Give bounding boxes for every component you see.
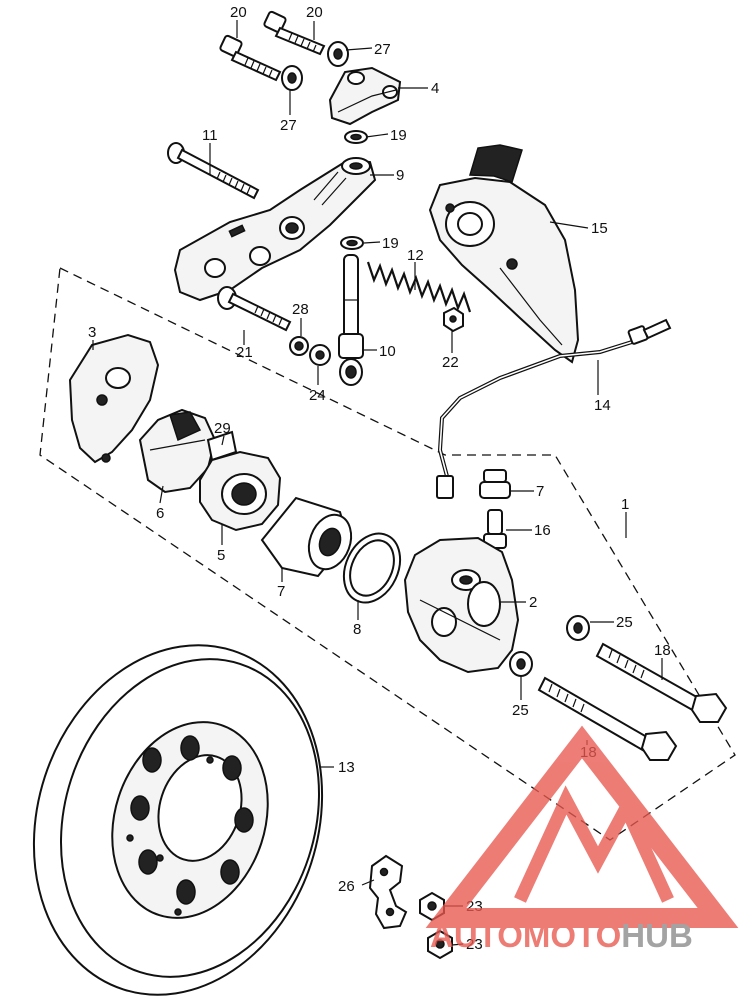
- bracket-4: [328, 66, 402, 126]
- washer-19-mid: [340, 236, 364, 250]
- watermark-text: AUTOMOTOHUB: [430, 917, 693, 954]
- brake-disc-13: [32, 644, 324, 996]
- bolt-18-upper: [595, 642, 728, 723]
- label-8: 8: [353, 621, 361, 638]
- label-27a: 27: [374, 41, 391, 58]
- washer-25-left: [509, 651, 533, 677]
- label-26: 26: [338, 878, 355, 895]
- collar-28: [289, 336, 309, 356]
- nut-22: [443, 306, 464, 333]
- label-20a: 20: [230, 4, 247, 21]
- bolt-20-right: [263, 10, 326, 56]
- label-23b: 23: [466, 936, 483, 953]
- brake-hose-14: [436, 318, 672, 499]
- bolt-11: [167, 142, 260, 200]
- bleeder-bolt-16: [483, 509, 507, 549]
- label-11: 11: [202, 127, 218, 144]
- label-25b: 25: [512, 702, 529, 719]
- label-19a: 19: [390, 127, 407, 144]
- label-15: 15: [591, 220, 608, 237]
- watermark-m-mark: [514, 785, 674, 903]
- spring-12: [366, 261, 472, 313]
- seal-ring-8: [342, 532, 402, 604]
- washer-19-top: [344, 130, 368, 144]
- caliper-bracket-3: [68, 333, 160, 464]
- label-4: 4: [431, 80, 439, 97]
- washer-25-right: [566, 615, 590, 641]
- assembly-boundary-line: [39, 267, 736, 841]
- label-9: 9: [396, 167, 404, 184]
- label-29: 29: [214, 420, 231, 437]
- label-16: 16: [534, 522, 551, 539]
- washer-27-left: [281, 65, 303, 91]
- label-12: 12: [407, 247, 424, 264]
- pin-10: [338, 254, 364, 386]
- label-10: 10: [379, 343, 396, 360]
- label-20b: 20: [306, 4, 323, 21]
- label-28: 28: [292, 301, 309, 318]
- label-22: 22: [442, 354, 459, 371]
- caliper-body-2: [403, 536, 520, 674]
- torque-link-9: [173, 157, 377, 302]
- pad-shim-29: [206, 430, 238, 462]
- label-2: 2: [529, 594, 537, 611]
- washer-24: [309, 344, 331, 366]
- label-1: 1: [621, 496, 629, 513]
- label-14: 14: [594, 397, 611, 414]
- washer-27-right: [327, 41, 349, 67]
- bolt-21: [217, 286, 292, 332]
- label-6: 6: [156, 505, 164, 522]
- label-21: 21: [236, 344, 253, 361]
- label-3: 3: [88, 324, 96, 341]
- caliper-cover-15: [428, 144, 580, 364]
- label-13: 13: [338, 759, 355, 776]
- piston-5: [199, 450, 282, 532]
- lock-plate-26: [368, 854, 408, 930]
- label-19b: 19: [382, 235, 399, 252]
- label-7b: 7: [277, 583, 285, 600]
- bleeder-cap-7: [479, 469, 511, 499]
- label-7a: 7: [536, 483, 544, 500]
- nut-23-lower: [427, 929, 453, 960]
- piston-sleeve-7: [260, 496, 353, 578]
- watermark-triangle: [425, 725, 739, 928]
- bolt-18-lower: [537, 676, 678, 761]
- label-18a: 18: [654, 642, 671, 659]
- bolt-20-left: [219, 34, 282, 82]
- watermark-text-auto: AUTO: [430, 917, 523, 954]
- watermark-logo: AUTOMOTOHUB: [425, 725, 739, 954]
- label-24: 24: [309, 387, 326, 404]
- label-25a: 25: [616, 614, 633, 631]
- watermark-text-moto: MOTO: [523, 917, 621, 954]
- label-27b: 27: [280, 117, 297, 134]
- label-5: 5: [217, 547, 225, 564]
- watermark-text-hub: HUB: [621, 917, 693, 954]
